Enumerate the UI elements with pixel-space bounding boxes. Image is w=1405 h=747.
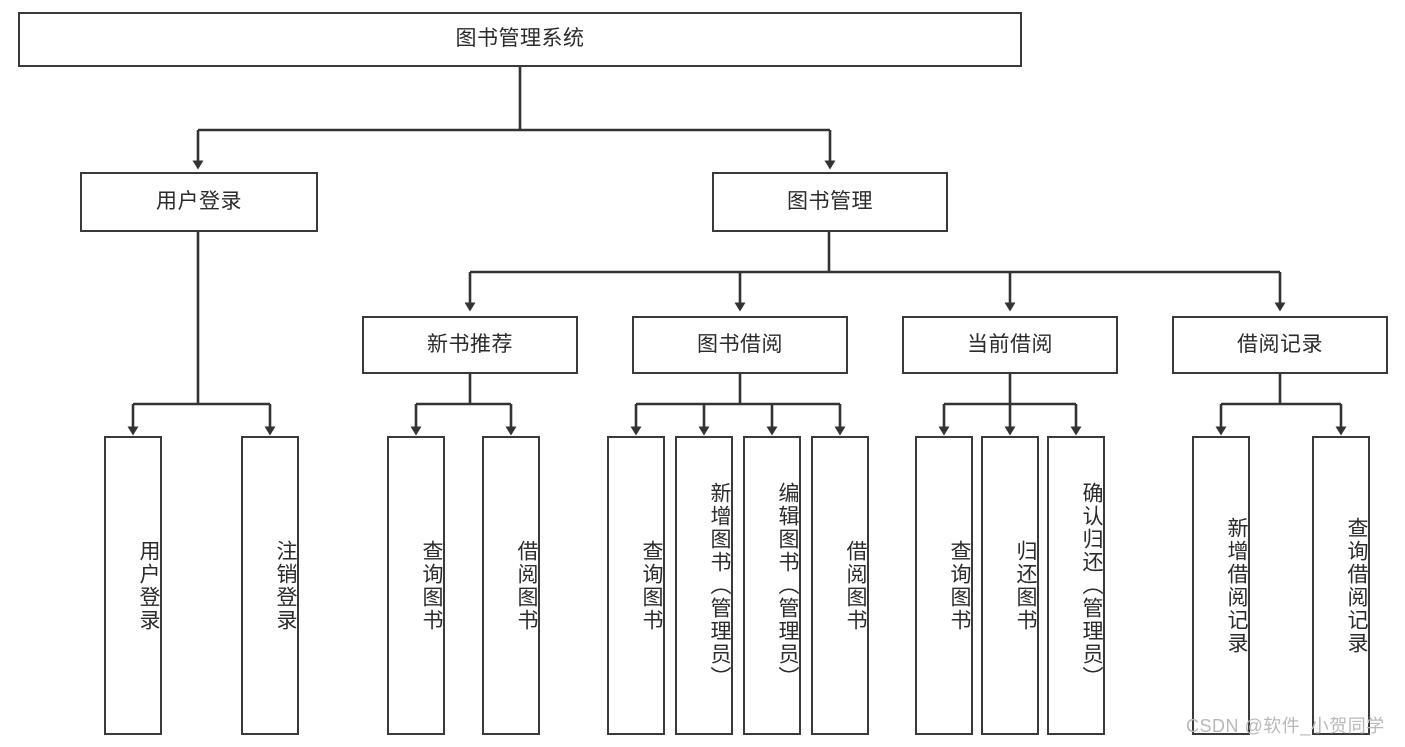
node-leaf-user-logout[interactable]: 注销登录	[241, 436, 299, 735]
node-label: 查询图书	[948, 539, 971, 632]
node-label: 图书借阅	[697, 332, 783, 356]
node-leaf-user-login[interactable]: 用户登录	[104, 436, 162, 735]
node-label: 归还图书	[1014, 539, 1037, 632]
node-label: 确认归还（管理员）	[1080, 482, 1103, 689]
node-borrow-record[interactable]: 借阅记录	[1172, 316, 1388, 374]
node-user-login[interactable]: 用户登录	[80, 172, 318, 232]
node-label: 图书管理	[787, 189, 873, 213]
node-new-book-recommend[interactable]: 新书推荐	[362, 316, 578, 374]
node-label: 查询图书	[640, 539, 663, 632]
node-label: 借阅图书	[515, 539, 538, 632]
node-label: 借阅图书	[844, 539, 867, 632]
node-label: 用户登录	[137, 539, 160, 632]
node-book-borrow[interactable]: 图书借阅	[632, 316, 848, 374]
csdn-watermark: CSDN @软件_小贺同学	[1186, 716, 1385, 736]
node-leaf-query-borrow-record[interactable]: 查询借阅记录	[1312, 436, 1370, 735]
node-leaf-borrow-book-recommend[interactable]: 借阅图书	[482, 436, 540, 735]
node-root-book-management-system[interactable]: 图书管理系统	[18, 12, 1022, 67]
node-label: 用户登录	[156, 189, 242, 213]
node-label: 借阅记录	[1237, 332, 1323, 356]
node-label: 注销登录	[274, 539, 297, 632]
node-label: 新增图书（管理员）	[708, 482, 731, 689]
node-leaf-edit-book[interactable]: 编辑图书（管理员）	[743, 436, 801, 735]
node-leaf-borrow-book[interactable]: 借阅图书	[811, 436, 869, 735]
node-leaf-query-book-recommend[interactable]: 查询图书	[387, 436, 445, 735]
node-leaf-confirm-return[interactable]: 确认归还（管理员）	[1047, 436, 1105, 735]
node-label: 查询借阅记录	[1345, 516, 1368, 655]
node-current-borrow[interactable]: 当前借阅	[902, 316, 1118, 374]
node-label: 编辑图书（管理员）	[776, 482, 799, 689]
node-leaf-add-book[interactable]: 新增图书（管理员）	[675, 436, 733, 735]
node-label: 查询图书	[420, 539, 443, 632]
node-leaf-add-borrow-record[interactable]: 新增借阅记录	[1192, 436, 1250, 735]
node-book-management[interactable]: 图书管理	[712, 172, 948, 232]
node-label: 当前借阅	[967, 332, 1053, 356]
node-leaf-query-book-current[interactable]: 查询图书	[915, 436, 973, 735]
node-label: 新书推荐	[427, 332, 513, 356]
node-label: 图书管理系统	[455, 27, 585, 51]
node-leaf-query-book-borrow[interactable]: 查询图书	[607, 436, 665, 735]
node-label: 新增借阅记录	[1225, 516, 1248, 655]
node-leaf-return-book[interactable]: 归还图书	[981, 436, 1039, 735]
